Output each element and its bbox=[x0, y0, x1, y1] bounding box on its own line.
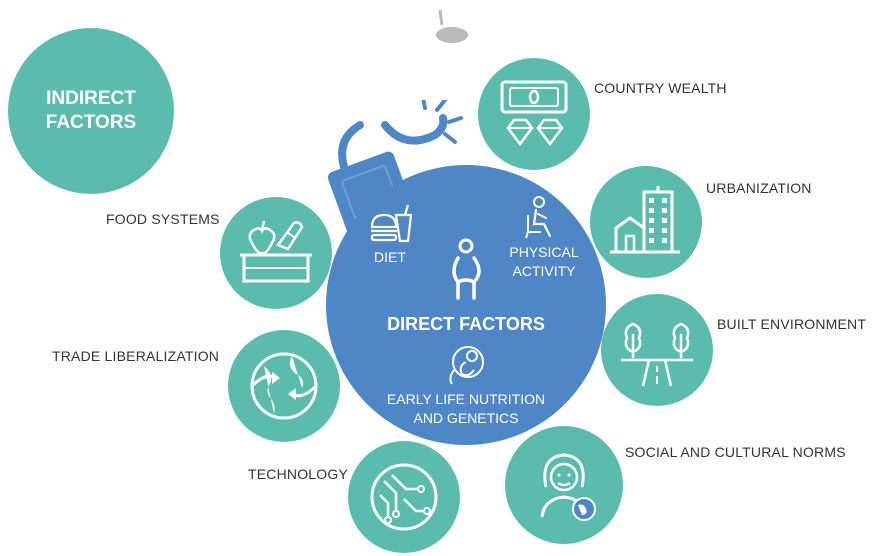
indirect-factors-title: INDIRECT FACTORS bbox=[45, 88, 137, 133]
diet-label: DIET bbox=[374, 249, 406, 265]
person-icon bbox=[452, 238, 481, 300]
trees-and-road-icon bbox=[621, 322, 693, 387]
direct-factors-title: DIRECT FACTORS bbox=[387, 314, 545, 334]
urbanization-circle bbox=[590, 166, 702, 278]
technology-label: TECHNOLOGY bbox=[248, 466, 349, 482]
woman-with-globe-icon bbox=[540, 453, 596, 521]
technology-circle bbox=[348, 441, 460, 553]
country-wealth-label: COUNTRY WEALTH bbox=[594, 80, 727, 96]
built-environment-label: BUILT ENVIRONMENT bbox=[717, 316, 867, 332]
circuit-icon bbox=[370, 463, 438, 531]
social-cultural-norms-label: SOCIAL AND CULTURAL NORMS bbox=[625, 444, 846, 460]
fast-food-icon bbox=[370, 204, 412, 243]
money-and-diamonds-icon bbox=[500, 80, 568, 147]
social-cultural-norms-circle bbox=[505, 426, 623, 544]
food-systems-label: FOOD SYSTEMS bbox=[106, 211, 220, 227]
fetus-icon bbox=[449, 346, 484, 385]
globe-with-arrows-icon bbox=[250, 352, 318, 420]
food-crate-icon bbox=[240, 220, 312, 283]
trade-liberalization-label: TRADE LIBERALIZATION bbox=[52, 348, 220, 364]
city-buildings-icon bbox=[610, 186, 680, 254]
trade-liberalization-circle bbox=[228, 330, 340, 442]
urbanization-label: URBANIZATION bbox=[706, 180, 812, 196]
built-environment-circle bbox=[601, 294, 713, 406]
direct-factors-circle bbox=[326, 165, 606, 445]
indirect-factors-circle: INDIRECT FACTORS bbox=[8, 28, 174, 194]
decorative-drop-icon bbox=[436, 9, 468, 43]
country-wealth-circle bbox=[478, 58, 590, 170]
person-sitting-icon bbox=[525, 196, 552, 239]
physical-activity-label: PHYSICAL ACTIVITY bbox=[509, 244, 579, 279]
food-systems-circle bbox=[220, 197, 332, 309]
early-life-label: EARLY LIFE NUTRITION AND GENETICS bbox=[386, 391, 546, 426]
